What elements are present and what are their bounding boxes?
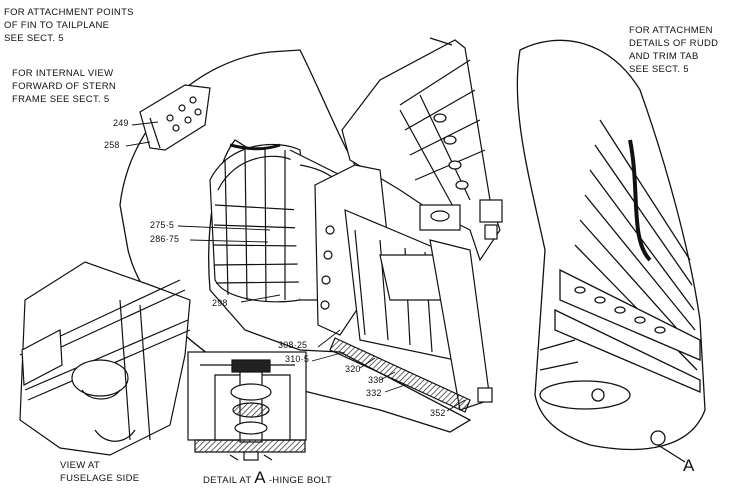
caption-prefix: DETAIL AT [203, 475, 252, 486]
note-rudder-attachment: FOR ATTACHMEN DETAILS OF RUDD AND TRIM T… [629, 24, 718, 76]
part-number-286-75: 286·75 [150, 234, 180, 244]
note-internal-view: FOR INTERNAL VIEW FORWARD OF STERN FRAME… [12, 67, 116, 106]
part-number-275-5: 275·5 [150, 220, 175, 230]
part-number-310-5: 310·5 [285, 354, 310, 364]
note-line: FOR INTERNAL VIEW [12, 68, 114, 79]
note-line: FORWARD OF STERN [12, 81, 117, 92]
caption-hinge-detail: DETAIL AT A -HINGE BOLT [203, 468, 333, 487]
part-number-320: 320 [345, 364, 361, 374]
caption-line: VIEW AT [60, 460, 100, 471]
hinge-marker-a: A [683, 456, 695, 475]
part-number-330: 330 [368, 375, 384, 385]
rudder [516, 39, 706, 463]
stern-frame [314, 164, 498, 413]
note-line: SEE SECT. 5 [4, 33, 64, 44]
caption-line: FUSELAGE SIDE [60, 473, 140, 484]
part-number-332: 332 [366, 388, 382, 398]
note-line: FOR ATTACHMENT POINTS [4, 7, 134, 18]
hinge-bolt-detail [187, 351, 307, 461]
caption-letter: A [254, 468, 266, 487]
note-line: FOR ATTACHMEN [629, 25, 713, 36]
caption-fuselage-view: VIEW AT FUSELAGE SIDE [60, 459, 139, 485]
note-line: FRAME SEE SECT. 5 [12, 94, 110, 105]
caption-suffix: -HINGE BOLT [268, 475, 333, 486]
fin-upper-structure [341, 37, 503, 262]
part-number-298: 298 [212, 298, 228, 308]
part-number-308-25: 308·25 [278, 340, 308, 350]
leader-lines [125, 121, 466, 412]
note-line: SEE SECT. 5 [629, 64, 689, 75]
attachment-bracket [139, 84, 211, 151]
part-number-258: 258 [104, 140, 120, 150]
part-number-352: 352 [430, 408, 446, 418]
note-fin-attachment: FOR ATTACHMENT POINTS OF FIN TO TAILPLAN… [4, 6, 134, 45]
note-line: AND TRIM TAB [629, 51, 699, 62]
fuselage-side-view [19, 261, 191, 456]
note-line: OF FIN TO TAILPLANE [4, 20, 110, 31]
part-number-249: 249 [113, 118, 129, 128]
note-line: DETAILS OF RUDD [629, 38, 719, 49]
